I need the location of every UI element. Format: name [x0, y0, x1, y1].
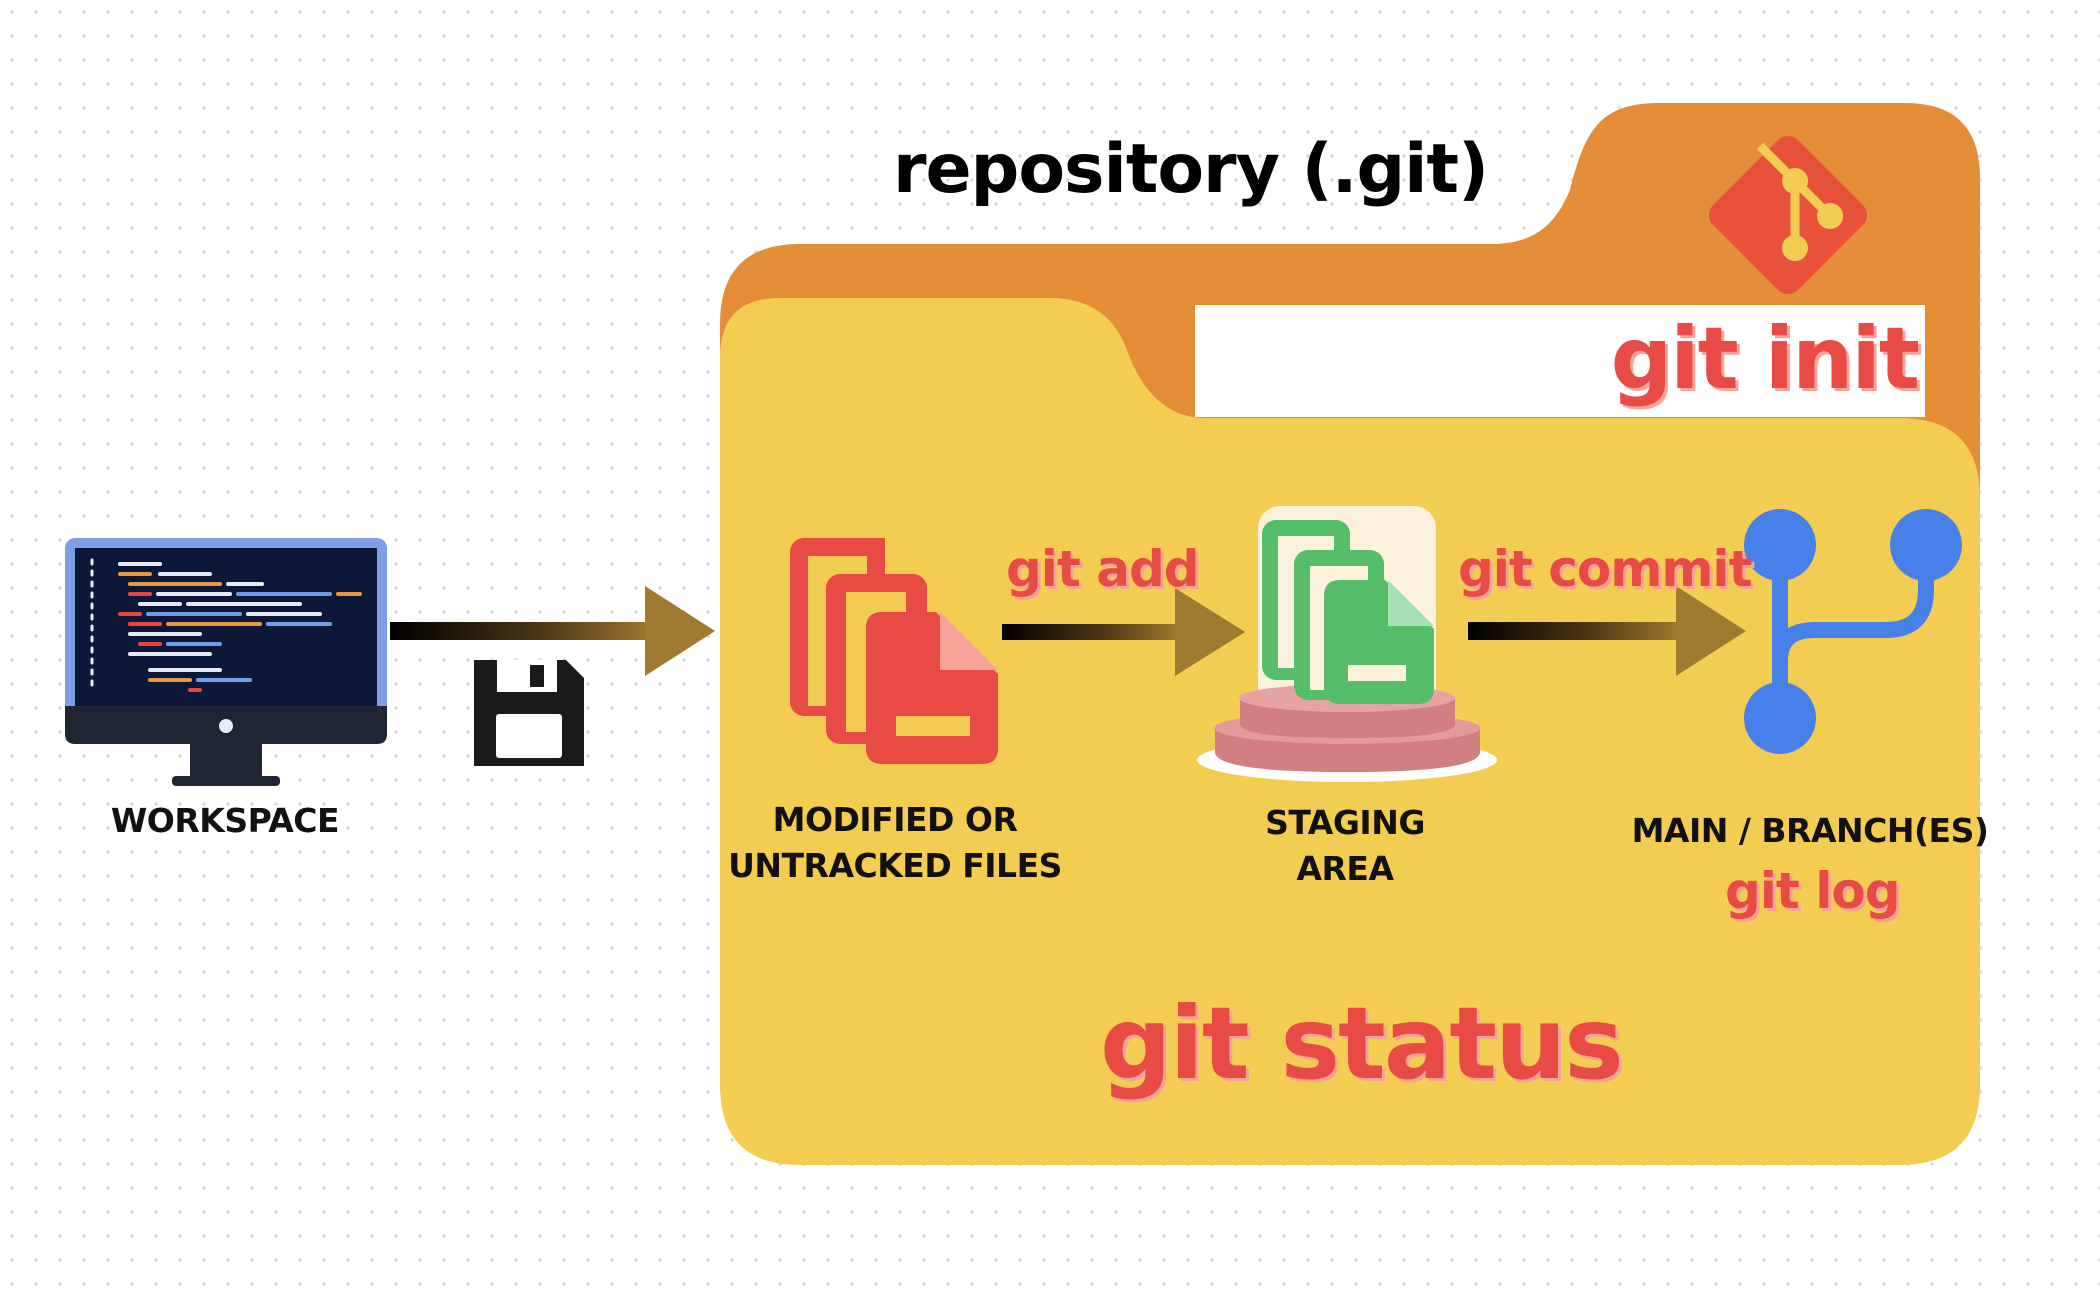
workspace-label-text: WORKSPACE	[110, 801, 340, 840]
stacked-files-icon	[790, 538, 998, 764]
staging-area-label: STAGING AREA	[1235, 800, 1455, 892]
floppy-disk-icon	[474, 660, 584, 766]
staging-area-label-line2: AREA	[1296, 849, 1394, 888]
monitor-icon	[65, 538, 387, 786]
git-log-command: git log	[1725, 862, 1901, 920]
git-add-command: git add	[1006, 540, 1200, 598]
arrow-commit	[1468, 586, 1746, 676]
arrow-workspace-to-repo	[390, 586, 715, 676]
git-init-banner	[1195, 305, 1925, 417]
git-status-command: git status	[1100, 985, 1624, 1102]
git-init-command: git init	[1610, 309, 1920, 409]
workspace-label: WORKSPACE	[105, 798, 345, 844]
modified-files-label-line2: UNTRACKED FILES	[728, 846, 1062, 885]
modified-files-label: MODIFIED OR UNTRACKED FILES	[720, 797, 1070, 889]
git-commit-command: git commit	[1458, 540, 1752, 598]
git-branch-icon	[1744, 509, 1962, 754]
arrow-add	[1002, 588, 1245, 676]
branch-label: MAIN / BRANCH(ES)	[1600, 808, 2020, 854]
repository-title: repository (.git)	[893, 130, 1489, 209]
git-logo-icon	[1708, 135, 1868, 295]
code-lines	[90, 558, 362, 694]
modified-files-label-line1: MODIFIED OR	[772, 800, 1018, 839]
staged-files-on-podium-icon	[1197, 506, 1497, 782]
staging-area-label-line1: STAGING	[1265, 803, 1425, 842]
branch-label-text: MAIN / BRANCH(ES)	[1631, 811, 1989, 850]
